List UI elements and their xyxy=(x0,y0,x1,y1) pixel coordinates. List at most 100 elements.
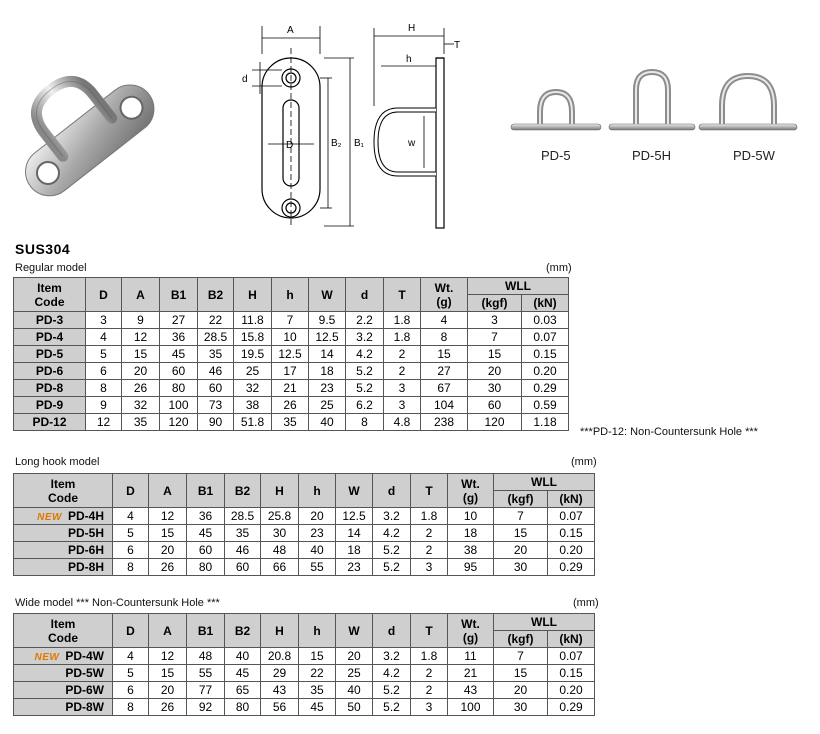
value-cell: 23 xyxy=(308,379,346,397)
value-cell: 12.5 xyxy=(335,507,373,525)
value-cell: 23 xyxy=(298,524,336,542)
dim-label-t: T xyxy=(454,40,460,51)
value-cell: 30 xyxy=(467,379,522,397)
value-cell: 60 xyxy=(159,362,198,380)
value-cell: 45 xyxy=(298,698,336,716)
value-cell: 35 xyxy=(271,413,309,431)
value-cell: 15.8 xyxy=(233,328,272,346)
value-cell: 4 xyxy=(420,311,468,329)
value-cell: 32 xyxy=(233,379,272,397)
col-header: A xyxy=(148,473,187,508)
value-cell: 35 xyxy=(121,413,160,431)
value-cell: 8 xyxy=(112,698,149,716)
value-cell: 0.15 xyxy=(547,524,595,542)
item-code-text: PD-8W xyxy=(65,700,104,714)
value-cell: 18 xyxy=(335,541,373,559)
value-cell: 3 xyxy=(467,311,522,329)
value-cell: 80 xyxy=(224,698,261,716)
value-cell: 15 xyxy=(148,524,187,542)
value-cell: 0.20 xyxy=(547,681,595,699)
value-cell: 36 xyxy=(159,328,198,346)
wll-kgf-header: (kgf) xyxy=(467,294,522,312)
value-cell: 26 xyxy=(121,379,160,397)
value-cell: 48 xyxy=(186,647,225,665)
value-cell: 60 xyxy=(186,541,225,559)
value-cell: 14 xyxy=(308,345,346,363)
header-row: (kgf) (kN) xyxy=(14,630,595,648)
value-cell: 8 xyxy=(345,413,384,431)
item-code-cell: PD-6H xyxy=(13,541,113,559)
col-header: h xyxy=(271,277,309,312)
value-cell: 3.2 xyxy=(372,507,411,525)
wt-header: Wt.(g) xyxy=(447,473,494,508)
value-cell: 100 xyxy=(447,698,494,716)
item-code-cell: PD-4 xyxy=(13,328,86,346)
value-cell: 6 xyxy=(85,362,122,380)
variant-label-pd5h: PD-5H xyxy=(632,148,672,163)
item-code-text: PD-6W xyxy=(65,683,104,697)
value-cell: 45 xyxy=(159,345,198,363)
value-cell: 5 xyxy=(112,524,149,542)
item-code-text: PD-4W xyxy=(65,649,104,663)
value-cell: 20 xyxy=(148,681,187,699)
value-cell: 1.8 xyxy=(383,311,421,329)
value-cell: 80 xyxy=(159,379,198,397)
value-cell: 80 xyxy=(186,558,225,576)
wll-kn-header: (kN) xyxy=(547,490,595,508)
value-cell: 20 xyxy=(298,507,336,525)
col-header: h xyxy=(298,473,336,508)
value-cell: 5.2 xyxy=(372,681,411,699)
col-header: D xyxy=(112,613,149,648)
value-cell: 15 xyxy=(420,345,468,363)
value-cell: 38 xyxy=(447,541,494,559)
wll-kgf-header: (kgf) xyxy=(493,490,548,508)
value-cell: 67 xyxy=(420,379,468,397)
value-cell: 51.8 xyxy=(233,413,272,431)
variant-label-pd5: PD-5 xyxy=(541,148,571,163)
value-cell: 26 xyxy=(148,698,187,716)
value-cell: 20 xyxy=(335,647,373,665)
dim-label-w: w xyxy=(407,138,416,149)
value-cell: 25 xyxy=(308,396,346,414)
value-cell: 27 xyxy=(159,311,198,329)
value-cell: 5.2 xyxy=(372,698,411,716)
value-cell: 0.20 xyxy=(547,541,595,559)
longhook-unit-label: (mm) xyxy=(571,456,597,468)
value-cell: 60 xyxy=(467,396,522,414)
col-header: H xyxy=(260,473,299,508)
value-cell: 3.2 xyxy=(372,647,411,665)
item-code-cell: PD-8H xyxy=(13,558,113,576)
col-header: W xyxy=(335,473,373,508)
value-cell: 2 xyxy=(410,664,448,682)
value-cell: 2 xyxy=(410,541,448,559)
value-cell: 0.29 xyxy=(547,698,595,716)
value-cell: 40 xyxy=(308,413,346,431)
value-cell: 15 xyxy=(493,524,548,542)
value-cell: 35 xyxy=(224,524,261,542)
value-cell: 43 xyxy=(447,681,494,699)
value-cell: 46 xyxy=(197,362,234,380)
header-row: (kgf) (kN) xyxy=(14,490,595,508)
value-cell: 2 xyxy=(383,362,421,380)
value-cell: 2.2 xyxy=(345,311,384,329)
col-header: B2 xyxy=(224,613,261,648)
value-cell: 27 xyxy=(420,362,468,380)
value-cell: 15 xyxy=(148,664,187,682)
value-cell: 2 xyxy=(410,524,448,542)
value-cell: 73 xyxy=(197,396,234,414)
col-header: A xyxy=(148,613,187,648)
value-cell: 6 xyxy=(112,541,149,559)
value-cell: 9 xyxy=(121,311,160,329)
